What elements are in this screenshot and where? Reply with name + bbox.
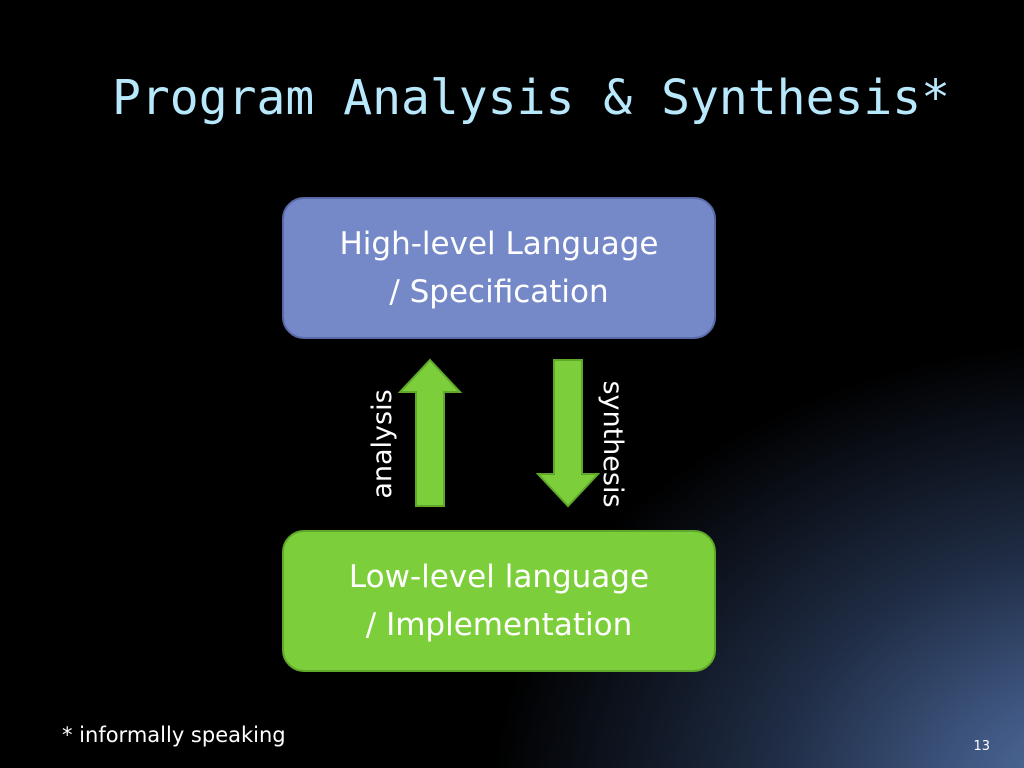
footnote: * informally speaking	[62, 723, 286, 747]
arrow-down-icon	[536, 359, 600, 508]
high-level-box-line2: / Specification	[389, 274, 609, 310]
arrow-up-icon	[398, 358, 462, 507]
synthesis-label: synthesis	[597, 380, 628, 508]
slide-title: Program Analysis & Synthesis*	[112, 70, 951, 126]
analysis-label: analysis	[367, 389, 398, 499]
page-number: 13	[973, 739, 990, 754]
low-level-box-line2: / Implementation	[365, 607, 633, 643]
high-level-box-line1: High-level Language	[339, 226, 659, 262]
low-level-language-box: Low-level language / Implementation	[282, 530, 716, 672]
high-level-language-box: High-level Language / Specification	[282, 197, 716, 339]
low-level-box-line1: Low-level language	[348, 559, 650, 595]
